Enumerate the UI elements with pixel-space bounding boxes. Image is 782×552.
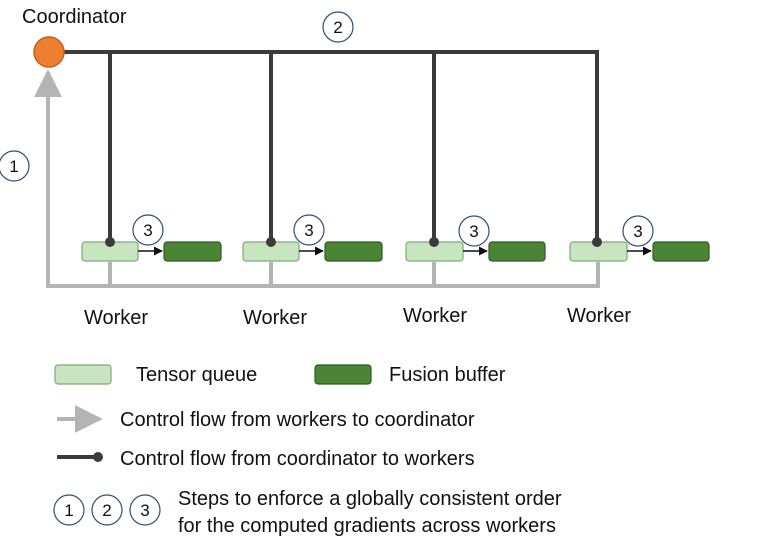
svg-text:3: 3 — [633, 222, 642, 241]
junction-dot — [429, 237, 439, 247]
worker-label: Worker — [243, 307, 307, 329]
svg-text:1: 1 — [9, 157, 18, 176]
step-3-marker — [622, 215, 654, 247]
junction-dot — [105, 237, 115, 247]
legend-steps: 1 2 3 Steps to enforce a globally consis… — [53, 488, 562, 537]
legend-step-1-circle — [53, 494, 85, 526]
legend: Tensor queue Fusion buffer Control flow … — [53, 364, 562, 537]
svg-text:3: 3 — [143, 221, 152, 240]
svg-text:3: 3 — [469, 222, 478, 241]
legend-fusion-buffer-swatch — [314, 364, 372, 385]
coordinator-label: Coordinator — [22, 6, 127, 28]
step-3-marker — [293, 214, 325, 246]
worker-label: Worker — [84, 307, 148, 329]
junction-dot — [266, 237, 276, 247]
fusion-buffer — [652, 241, 710, 262]
legend-steps-description-line-2: for the computed gradients across worker… — [178, 515, 556, 537]
svg-text:3: 3 — [304, 221, 313, 240]
legend-steps-description-line-1: Steps to enforce a globally consistent o… — [178, 488, 562, 510]
step-2-marker: 2 — [322, 11, 354, 43]
worker-1: 3 Worker — [81, 214, 222, 329]
legend-flow-to-coordinator-label: Control flow from workers to coordinator — [120, 409, 475, 431]
dark-dot-icon — [93, 452, 103, 462]
legend-tensor-queue-swatch — [54, 364, 112, 385]
worker-3: 3 Worker — [403, 215, 546, 327]
fusion-buffer — [488, 241, 546, 262]
step-1-marker: 1 — [0, 150, 30, 182]
junction-dot — [592, 237, 602, 247]
legend-fusion-buffer: Fusion buffer — [314, 364, 506, 386]
legend-step-3-circle — [129, 494, 161, 526]
coordinator-to-workers-flow — [60, 50, 599, 242]
worker-label: Worker — [403, 305, 467, 327]
workers-to-coordinator-flow — [34, 69, 600, 288]
svg-text:2: 2 — [102, 501, 111, 520]
legend-step-2-circle — [91, 494, 123, 526]
svg-text:3: 3 — [140, 501, 149, 520]
coordinator-circle — [33, 36, 65, 68]
step-3-marker — [132, 214, 164, 246]
legend-fusion-buffer-label: Fusion buffer — [389, 364, 506, 386]
worker-label: Worker — [567, 305, 631, 327]
legend-flow-to-workers: Control flow from coordinator to workers — [57, 448, 475, 470]
legend-tensor-queue-label: Tensor queue — [136, 364, 257, 386]
worker-2: 3 Worker — [242, 214, 383, 329]
fusion-buffer — [324, 241, 383, 262]
legend-flow-to-coordinator: Control flow from workers to coordinator — [57, 405, 475, 433]
step-3-marker — [458, 215, 490, 247]
svg-text:1: 1 — [64, 501, 73, 520]
coordinator-node: Coordinator — [22, 6, 127, 68]
legend-flow-to-workers-label: Control flow from coordinator to workers — [120, 448, 475, 470]
legend-tensor-queue: Tensor queue — [54, 364, 257, 386]
svg-text:2: 2 — [333, 18, 342, 37]
fusion-buffer — [163, 241, 222, 262]
worker-4: 3 Worker — [567, 215, 710, 327]
